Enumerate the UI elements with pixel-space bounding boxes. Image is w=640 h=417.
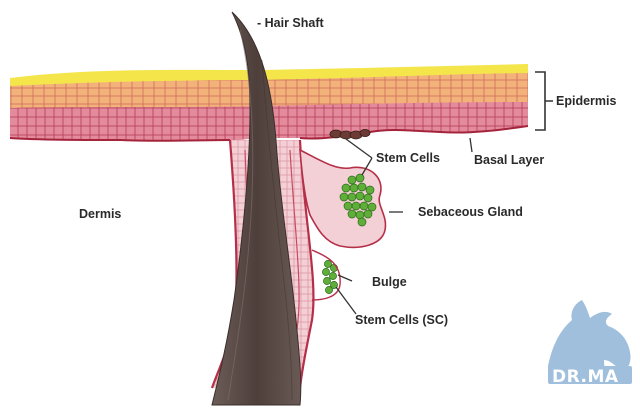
stem-cells-sc-label: Stem Cells (SC) — [355, 313, 448, 327]
stem-cells-label: Stem Cells — [376, 151, 440, 165]
horse-head-logo — [548, 300, 631, 382]
basal-layer-label: Basal Layer — [474, 153, 544, 167]
epidermis-label: Epidermis — [556, 94, 616, 108]
sebaceous-gland-label: Sebaceous Gland — [418, 205, 523, 219]
hair-shaft-label: - Hair Shaft — [257, 16, 325, 30]
bulge-label: Bulge — [372, 275, 407, 289]
watermark-text: DR.MA — [552, 367, 619, 387]
epidermis-bracket — [535, 71, 553, 131]
dr-ma-watermark: DR.MA — [548, 300, 632, 387]
leader-lines — [335, 137, 473, 315]
gland-stem-cells — [339, 173, 377, 227]
hair-shaft — [211, 11, 302, 406]
basal-stem-cells — [329, 128, 371, 140]
dermis-label: Dermis — [79, 207, 121, 221]
